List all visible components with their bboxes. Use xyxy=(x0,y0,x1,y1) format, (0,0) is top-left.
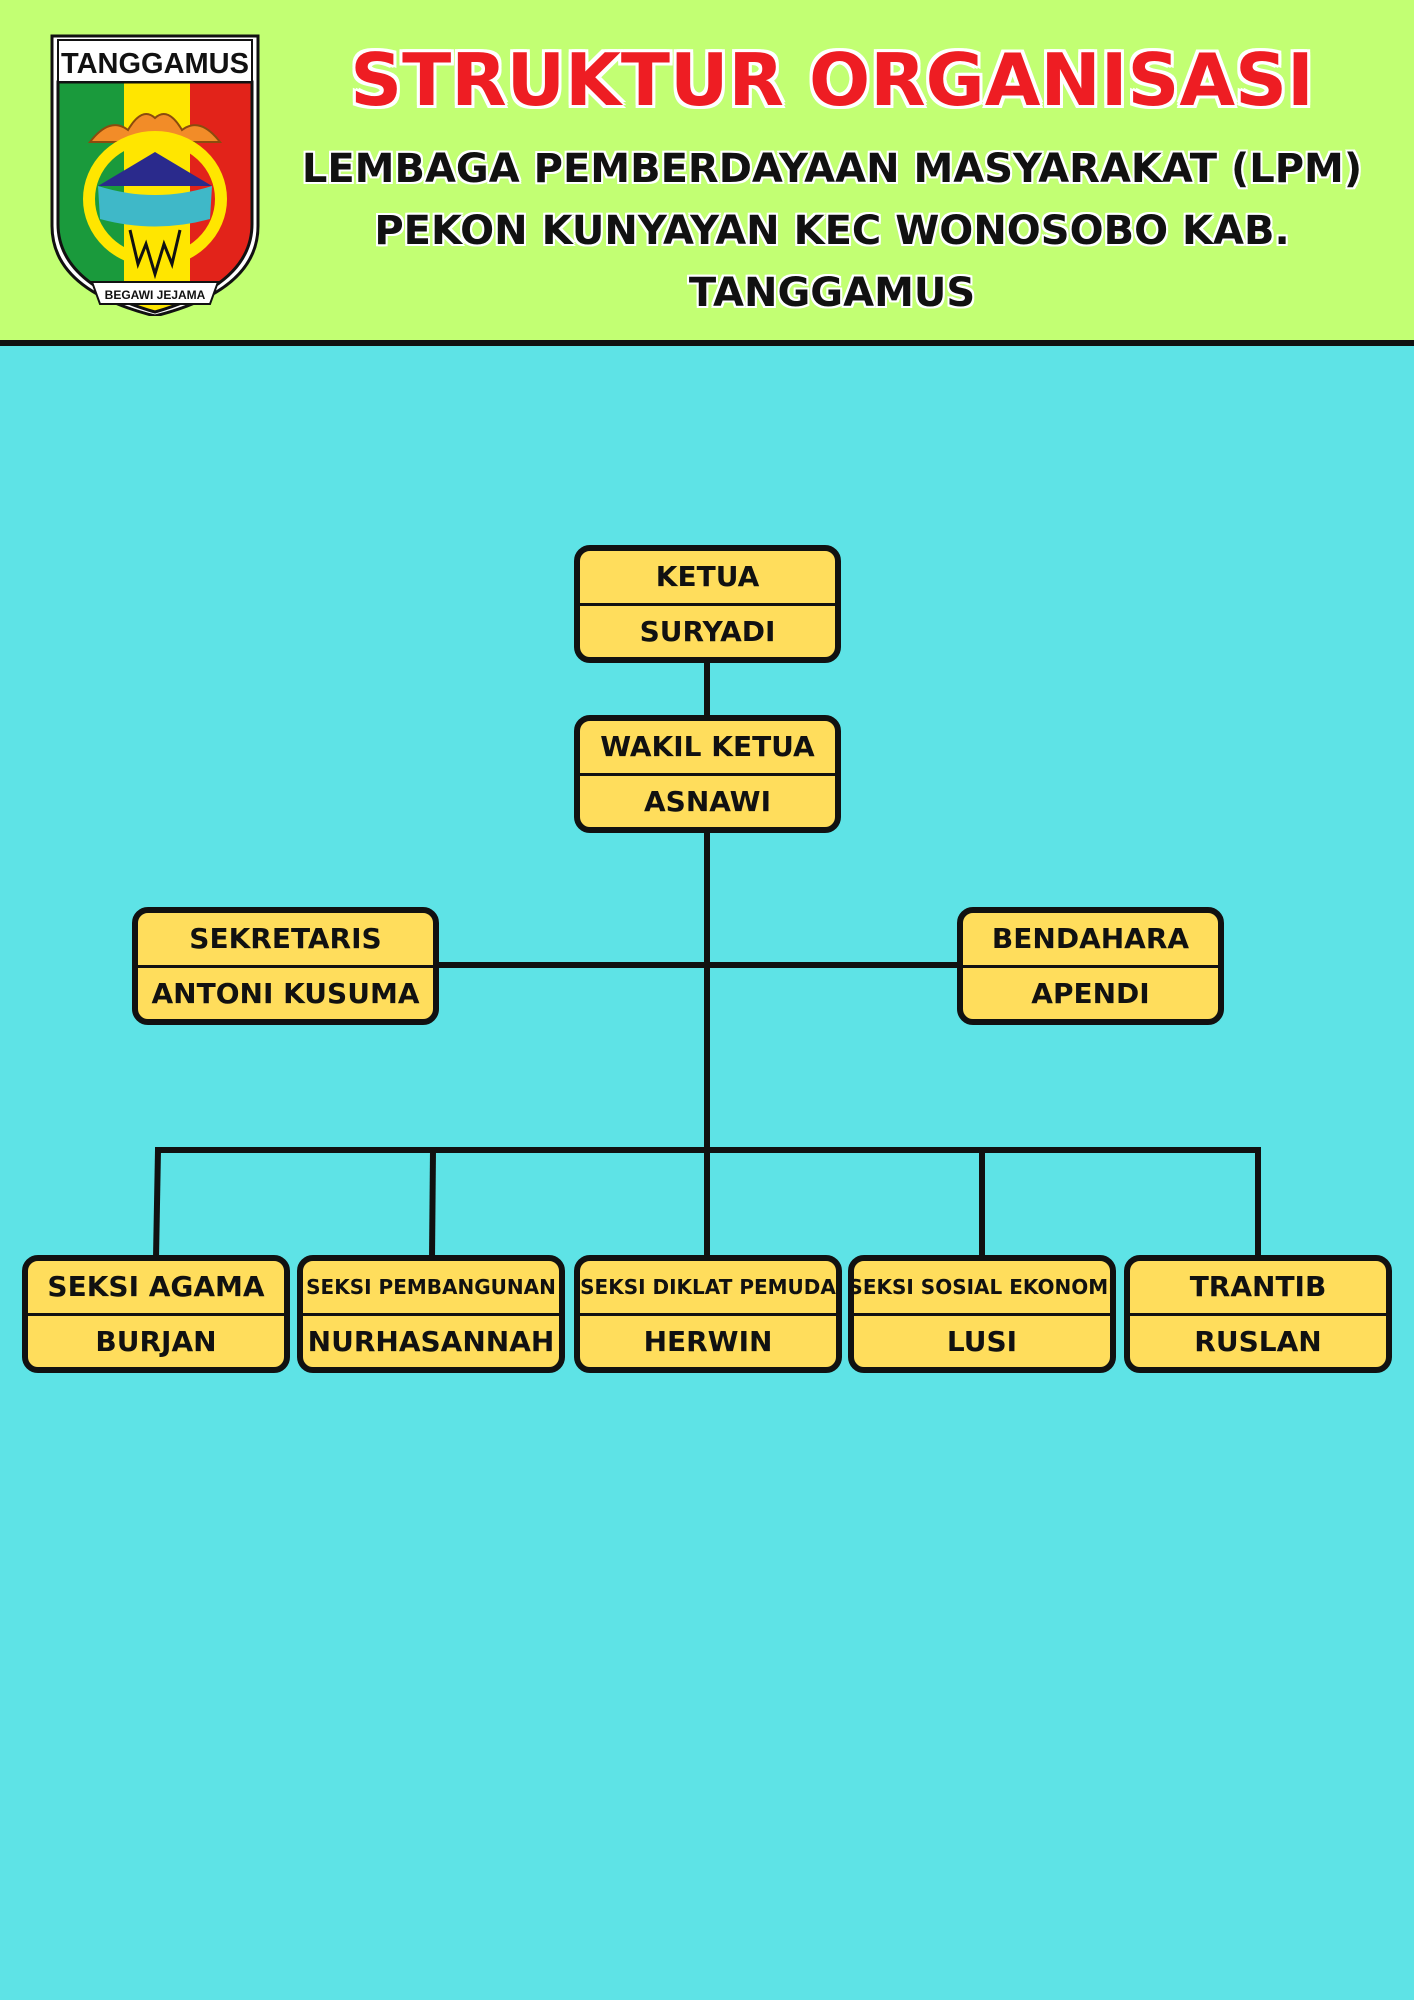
member-name: LUSI xyxy=(946,1324,1018,1358)
org-box-seksi-pembangunan: SEKSI PEMBANGUNAN NURHASANNAH xyxy=(297,1255,565,1373)
member-name: SURYADI xyxy=(639,614,776,648)
member-name: BURJAN xyxy=(95,1324,217,1358)
org-box-seksi-diklat-pemuda: SEKSI DIKLAT PEMUDA HERWIN xyxy=(574,1255,842,1373)
tanggamus-emblem-logo: TANGGAMUS BEGAWI JEJAMA xyxy=(50,34,260,316)
logo-motto: BEGAWI JEJAMA xyxy=(105,288,206,302)
header-banner: TANGGAMUS BEGAWI JEJAMA STRUKTUR ORGANIS… xyxy=(0,0,1414,346)
role-label: WAKIL KETUA xyxy=(580,721,835,776)
role-label: TRANTIB xyxy=(1130,1261,1386,1316)
org-box-bendahara: BENDAHARA APENDI xyxy=(957,907,1224,1025)
subtitle-line-3: TANGGAMUS xyxy=(688,270,976,316)
member-name: ANTONI KUSUMA xyxy=(151,976,420,1010)
member-name: NURHASANNAH xyxy=(307,1324,555,1358)
member-name: APENDI xyxy=(1031,976,1150,1010)
logo-top-text: TANGGAMUS xyxy=(61,48,249,80)
role-label: KETUA xyxy=(580,551,835,606)
subtitle-line-2: PEKON KUNYAYAN KEC WONOSOBO KAB. xyxy=(374,208,1290,254)
page-title: STRUKTUR ORGANISASI xyxy=(350,38,1314,122)
member-name: HERWIN xyxy=(643,1324,773,1358)
org-box-seksi-sosial-ekonomi: SEKSI SOSIAL EKONOMI LUSI xyxy=(848,1255,1116,1373)
org-box-sekretaris: SEKRETARIS ANTONI KUSUMA xyxy=(132,907,439,1025)
org-box-ketua: KETUA SURYADI xyxy=(574,545,841,663)
org-box-wakil-ketua: WAKIL KETUA ASNAWI xyxy=(574,715,841,833)
org-box-trantib: TRANTIB RUSLAN xyxy=(1124,1255,1392,1373)
role-label: BENDAHARA xyxy=(963,913,1218,968)
role-label: SEKSI DIKLAT PEMUDA xyxy=(580,1261,836,1316)
member-name: RUSLAN xyxy=(1194,1324,1322,1358)
role-label: SEKRETARIS xyxy=(138,913,433,968)
member-name: ASNAWI xyxy=(644,784,771,818)
org-box-seksi-agama: SEKSI AGAMA BURJAN xyxy=(22,1255,290,1373)
page-subtitle: LEMBAGA PEMBERDAYAAN MASYARAKAT (LPM) PE… xyxy=(290,138,1374,324)
role-label: SEKSI AGAMA xyxy=(28,1261,284,1316)
role-label: SEKSI PEMBANGUNAN xyxy=(303,1261,559,1316)
role-label: SEKSI SOSIAL EKONOMI xyxy=(854,1261,1110,1316)
subtitle-line-1: LEMBAGA PEMBERDAYAAN MASYARAKAT (LPM) xyxy=(301,146,1363,192)
